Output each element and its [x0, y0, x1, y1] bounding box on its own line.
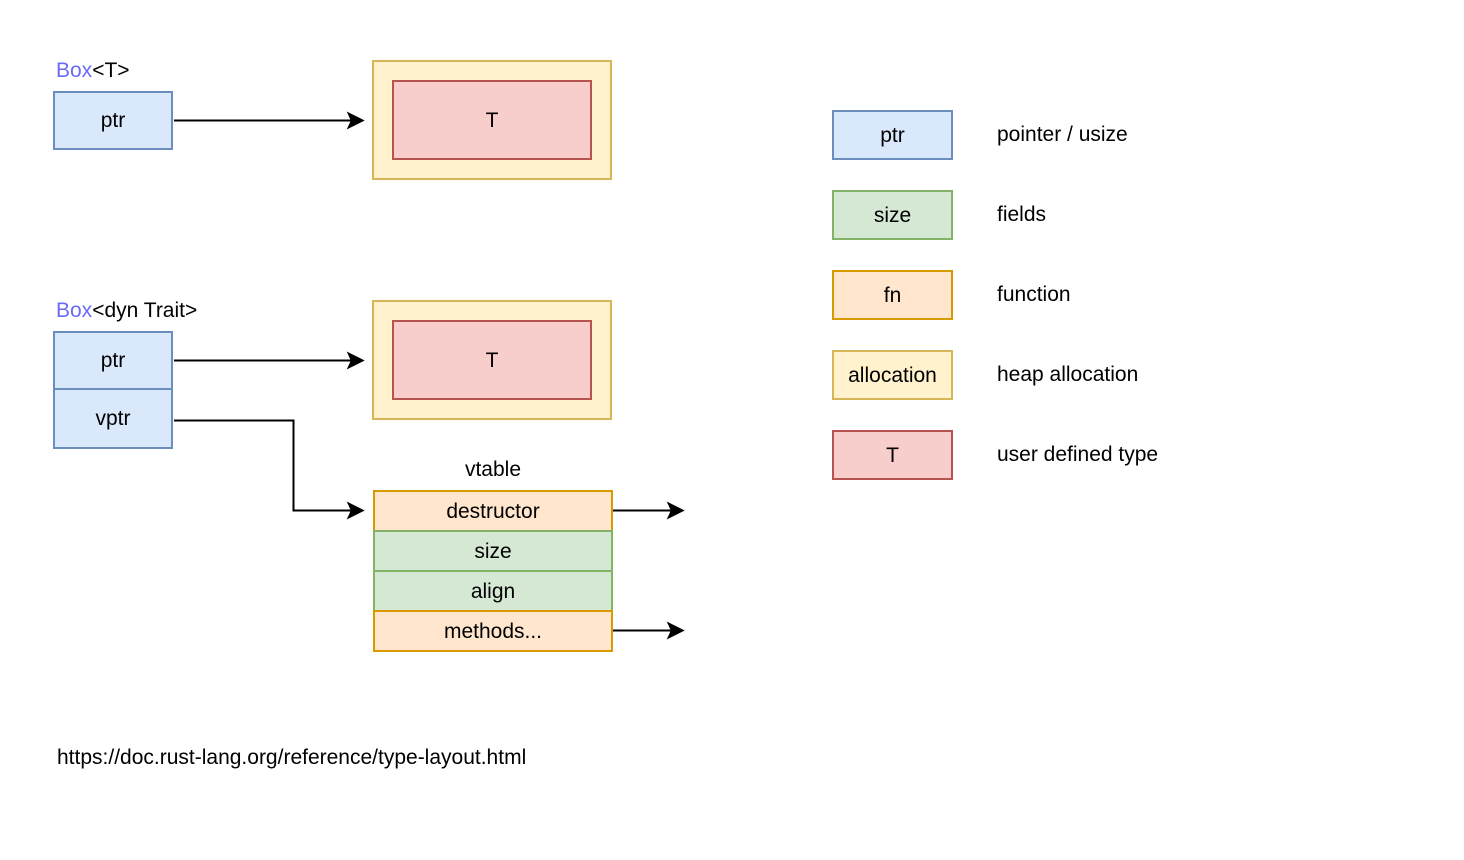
- box-dyn-ptr-cell: ptr: [55, 333, 171, 390]
- box-dyn-heap-allocation: T: [372, 300, 612, 420]
- legend-swatch-t: T: [832, 430, 953, 480]
- legend-desc-function: function: [997, 283, 1071, 306]
- box-dyn-title: Box<dyn Trait>: [56, 299, 197, 323]
- box-dyn-title-accent: Box: [56, 299, 93, 322]
- legend-swatch-t-label: T: [886, 443, 899, 467]
- box-dyn-value: T: [392, 320, 592, 400]
- box-t-title-generic: <T>: [92, 59, 130, 82]
- legend-swatch-size-label: size: [873, 203, 912, 227]
- vtable-row-destructor: destructor: [373, 490, 613, 532]
- vtable-row-methods: methods...: [373, 610, 613, 652]
- vtable-destructor-label: destructor: [446, 499, 540, 523]
- legend-desc-user-defined-type: user defined type: [997, 443, 1159, 466]
- legend-swatch-ptr-label: ptr: [880, 123, 905, 147]
- legend-swatch-fn-label: fn: [883, 283, 902, 307]
- box-t-value: T: [392, 80, 592, 160]
- box-dyn-title-generic: <dyn Trait>: [92, 299, 198, 322]
- box-t-ptr-cell: ptr: [53, 91, 173, 150]
- legend-swatch-ptr: ptr: [832, 110, 953, 160]
- legend-desc-pointer-usize: pointer / usize: [997, 123, 1128, 146]
- legend-desc-fields: fields: [997, 203, 1047, 226]
- vtable-row-align: align: [373, 570, 613, 612]
- source-url: https://doc.rust-lang.org/reference/type…: [57, 746, 527, 769]
- legend-swatch-allocation: allocation: [832, 350, 953, 400]
- box-dyn-vptr-cell: vptr: [55, 390, 171, 447]
- legend-swatch-fn: fn: [832, 270, 953, 320]
- legend-swatch-size: size: [832, 190, 953, 240]
- legend-desc-heap-allocation: heap allocation: [997, 363, 1139, 386]
- box-t-heap-allocation: T: [372, 60, 612, 180]
- box-dyn-ptr-label: ptr: [100, 348, 126, 372]
- box-dyn-value-label: T: [485, 348, 499, 372]
- box-t-ptr-label: ptr: [100, 109, 126, 132]
- box-t-title-accent: Box: [56, 59, 93, 82]
- arrow-vptr-to-vtable: [174, 419, 365, 520]
- vtable-align-label: align: [470, 579, 516, 603]
- vtable-methods-label: methods...: [443, 619, 543, 643]
- legend-swatch-allocation-label: allocation: [848, 363, 937, 387]
- box-dyn-fat-pointer: ptr vptr: [53, 331, 173, 449]
- box-dyn-vptr-label: vptr: [95, 406, 131, 430]
- vtable-size-label: size: [474, 539, 512, 563]
- box-t-title: Box<T>: [56, 59, 130, 83]
- box-t-value-label: T: [485, 108, 499, 132]
- vtable-title: vtable: [464, 458, 522, 481]
- vtable-row-size: size: [373, 530, 613, 572]
